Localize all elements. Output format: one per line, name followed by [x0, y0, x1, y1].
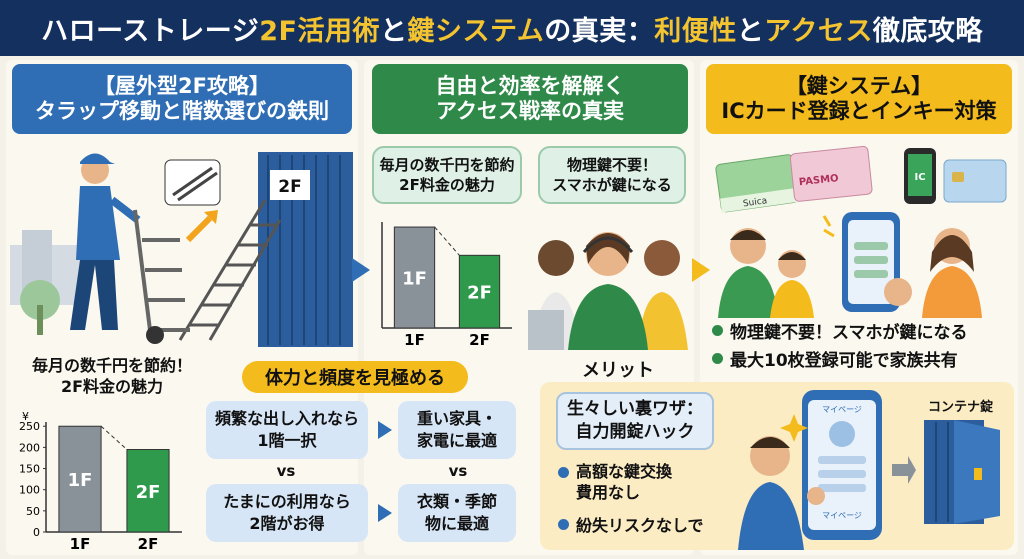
flow-arrow-icon — [692, 258, 710, 282]
lock-label: コンテナ錠 — [928, 400, 994, 415]
y-tick-label: 200 — [19, 441, 40, 454]
col2-header: 自由と効率を解解く アクセス戦率の真実 — [372, 64, 688, 134]
bar-2f — [126, 449, 170, 533]
hack-title: 生々しい裏ワザ： 自力開錠ハック — [556, 392, 714, 450]
bar-label: 1F — [68, 470, 93, 491]
flow-arrow-icon — [352, 258, 370, 282]
container-floor-label: 2F — [278, 177, 301, 197]
operators-illustration — [528, 232, 688, 350]
ic-cards-illustration: Suica PASMO IC — [715, 145, 1007, 213]
occasional-use-box: たまにの利用なら 2階がお得 — [206, 484, 368, 542]
y-tick-label: 0 — [33, 526, 40, 539]
col1-header: 【屋外型2F攻略】 タラップ移動と階数選びの鉄則 — [12, 64, 352, 134]
suica-card-text: Suica — [742, 196, 768, 209]
pasmo-card-text: PASMO — [798, 173, 839, 188]
bar-1f — [393, 226, 436, 329]
y-tick-label: 150 — [19, 463, 40, 476]
hack-bullet-1: 高額な鍵交換費用なし — [558, 462, 672, 504]
hack-bullet-2: 紛失リスクなしで — [558, 512, 704, 536]
phone-header-text: マイページ — [822, 405, 862, 414]
y-axis-label: ¥ — [22, 410, 29, 423]
page-title: ハローストレージ2F活用術と鍵システムの真実：利便性とアクセス徹底攻略 — [41, 15, 983, 47]
container-door-icon — [924, 420, 1000, 524]
worker-stairs-illustration: 2F — [10, 152, 353, 347]
bar-2f — [458, 254, 501, 329]
arrow-right-icon — [378, 421, 392, 439]
keyless-bubble: 物理鍵不要！ スマホが鍵になる — [538, 146, 686, 204]
trend-line — [100, 425, 128, 450]
x-tick-label: 2F — [469, 331, 490, 349]
ic-card-text: IC — [914, 172, 925, 183]
y-tick-label: 50 — [26, 505, 40, 518]
phone-footer-text: マイページ — [822, 511, 862, 520]
bar-1f — [58, 425, 102, 533]
vs-label-left: vs — [276, 462, 296, 480]
bar-label: 2F — [467, 283, 492, 304]
col3-bullet-1: 物理鍵不要！スマホが鍵になる — [712, 318, 968, 343]
col3-bullet-2: 最大10枚登録可能で家族共有 — [712, 346, 958, 371]
seasonal-items-box: 衣類・季節 物に最適 — [398, 484, 516, 542]
col1-savings-text: 毎月の数千円を節約！ 2F料金の魅力 — [31, 356, 192, 396]
price-chart-col2: 1F 1F 2F 2F — [381, 222, 512, 349]
y-tick-label: 100 — [19, 484, 40, 497]
y-tick-label: 250 — [19, 420, 40, 433]
pill-heading: 体力と頻度を見極める — [242, 361, 468, 393]
trend-line — [434, 226, 460, 256]
arrow-right-icon — [378, 504, 392, 522]
frequent-use-box: 頻繁な出し入れなら 1階一択 — [206, 401, 368, 459]
bar-label: 1F — [402, 269, 427, 290]
savings-bubble: 毎月の数千円を節約 2F料金の魅力 — [372, 146, 522, 204]
x-tick-label: 2F — [138, 535, 159, 553]
price-chart-col1: ¥0 50 100 150 200 250 1F 1F 2F 2F — [19, 410, 182, 553]
x-tick-label: 1F — [404, 331, 425, 349]
family-phone-illustration — [718, 212, 982, 318]
merit-label: メリット — [582, 360, 654, 381]
vs-label-right: vs — [448, 462, 468, 480]
bar-label: 2F — [136, 482, 161, 503]
phone-unlock-illustration: マイページ マイページ — [738, 390, 916, 550]
heavy-items-box: 重い家具・ 家電に最適 — [398, 401, 516, 459]
title-bar: ハローストレージ2F活用術と鍵システムの真実：利便性とアクセス徹底攻略 — [0, 0, 1024, 56]
x-tick-label: 1F — [70, 535, 91, 553]
col3-header: 【鍵システム】 ICカード登録とインキー対策 — [706, 64, 1012, 134]
